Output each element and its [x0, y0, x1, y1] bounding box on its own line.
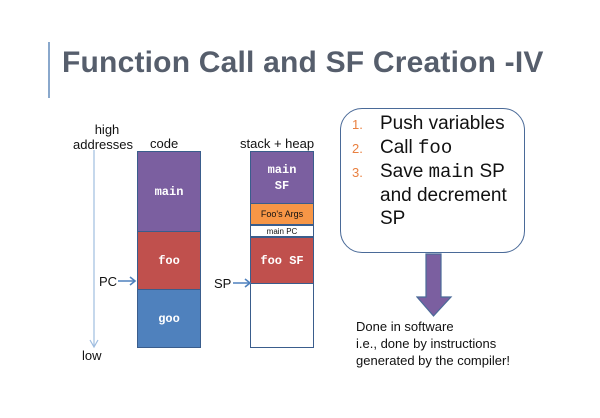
- axis-low-label: low: [82, 348, 102, 363]
- code-block-main-label: main: [154, 184, 184, 199]
- code-block-foo-label: foo: [158, 253, 180, 268]
- step-2-code: foo: [418, 137, 453, 159]
- step-3-line3: SP: [380, 208, 406, 229]
- down-arrow-icon: [416, 253, 453, 317]
- code-column-header: code: [150, 136, 179, 151]
- code-block-goo-label: goo: [158, 311, 180, 326]
- stack-block-main-pc: main PC: [250, 225, 314, 237]
- stack-block-main-sf-line1: main: [267, 162, 297, 177]
- axis-high-line1: high: [94, 122, 120, 137]
- step-3-number: 3.: [352, 165, 363, 180]
- step-3-text-post: SP: [474, 161, 505, 182]
- steps-callout: [340, 108, 525, 253]
- title-accent-bar: [48, 42, 50, 98]
- step-3-text-pre: Save: [380, 161, 429, 182]
- sp-arrow-icon: [233, 278, 252, 288]
- stack-block-foo-sf-label: foo SF: [260, 253, 304, 268]
- slide-title: Function Call and SF Creation -IV: [62, 46, 544, 79]
- stack-block-main-sf-line2: SF: [274, 178, 290, 193]
- code-block-main: main: [137, 151, 201, 232]
- pc-arrow-icon: [118, 276, 137, 286]
- axis-high-line2: addresses: [73, 137, 133, 152]
- software-note: Done in software i.e., done by instructi…: [356, 318, 510, 369]
- sp-label: SP: [214, 276, 232, 291]
- stack-block-main-sf: main SF: [250, 151, 314, 204]
- note-line2: i.e., done by instructions: [356, 336, 497, 351]
- stack-block-free: [250, 283, 314, 348]
- axis-high-label: high addresses: [73, 122, 136, 152]
- step-1: 1. Push variables: [352, 112, 507, 136]
- stack-block-foo-sf: foo SF: [250, 237, 314, 284]
- steps-list: 1. Push variables 2. Call foo 3. Save main …: [352, 112, 507, 230]
- stack-block-main-pc-label: main PC: [266, 226, 298, 236]
- step-2-text: Call: [380, 137, 419, 158]
- step-3: 3. Save main SP: [352, 160, 507, 184]
- pc-label: PC: [99, 274, 118, 289]
- step-1-text: Push variables: [380, 113, 505, 134]
- address-axis-arrow: [89, 150, 99, 349]
- step-2: 2. Call foo: [352, 136, 507, 160]
- note-line1: Done in software: [356, 319, 454, 334]
- stack-column-header: stack + heap: [240, 136, 315, 151]
- step-2-number: 2.: [352, 141, 363, 156]
- stack-block-foo-args-label: Foo's Args: [260, 209, 304, 219]
- step-3-code: main: [428, 161, 475, 183]
- stack-block-foo-args: Foo's Args: [250, 203, 314, 225]
- step-1-number: 1.: [352, 117, 363, 132]
- code-block-goo: goo: [137, 289, 201, 348]
- code-block-foo: foo: [137, 231, 201, 290]
- step-3-line2: and decrement: [380, 185, 507, 206]
- note-line3: generated by the compiler!: [356, 353, 510, 368]
